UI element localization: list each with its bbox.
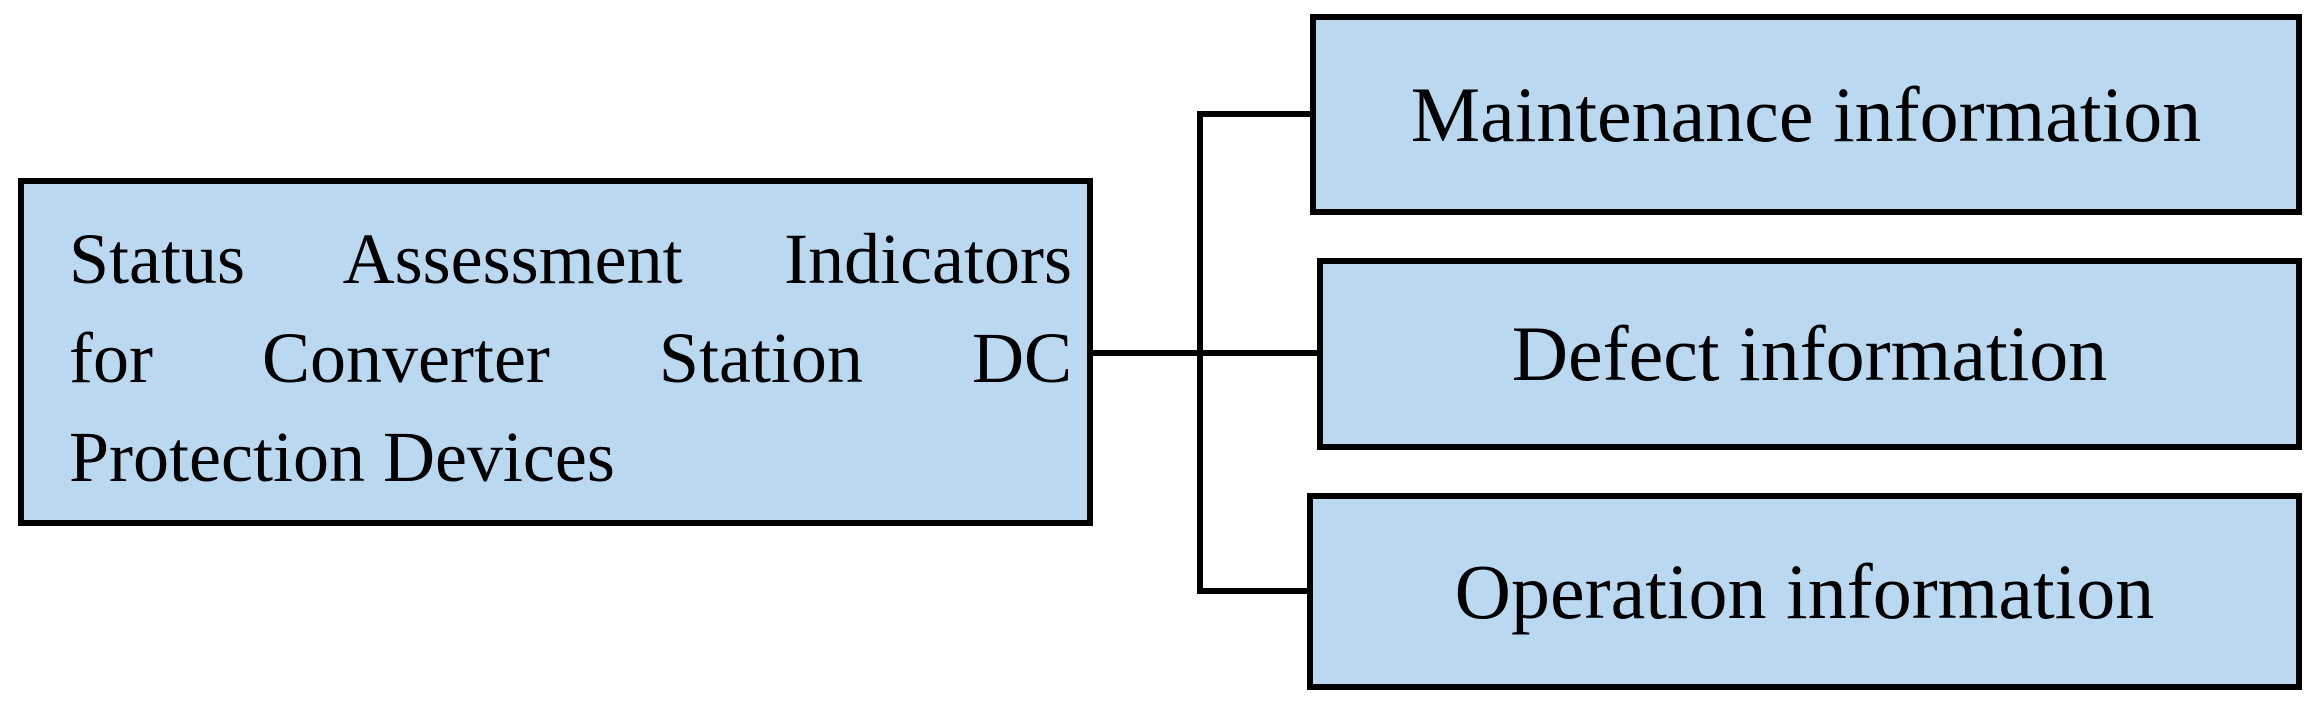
root-box-text-line-1: Status Assessment Indicators (69, 219, 1072, 299)
root-box-status-assessment-indicators: Status Assessment Indicators for Convert… (18, 178, 1093, 526)
branch-box-defect-information: Defect information (1317, 258, 2302, 450)
connector-root-to-trunk (1087, 350, 1320, 356)
branch-box-maintenance-label: Maintenance information (1410, 70, 2202, 158)
branch-box-defect-label: Defect information (1511, 310, 2108, 397)
root-box-text-line-2: for Converter Station DC (69, 318, 1072, 398)
branch-box-maintenance-information: Maintenance information (1310, 14, 2302, 215)
branch-box-operation-information: Operation information (1307, 493, 2302, 690)
root-box-text-line-3: Protection Devices (69, 417, 615, 497)
connector-stub-operation (1197, 588, 1310, 594)
connector-trunk-vertical (1197, 111, 1203, 594)
connector-stub-maintenance (1197, 111, 1313, 117)
branch-box-operation-label: Operation information (1454, 547, 2155, 635)
